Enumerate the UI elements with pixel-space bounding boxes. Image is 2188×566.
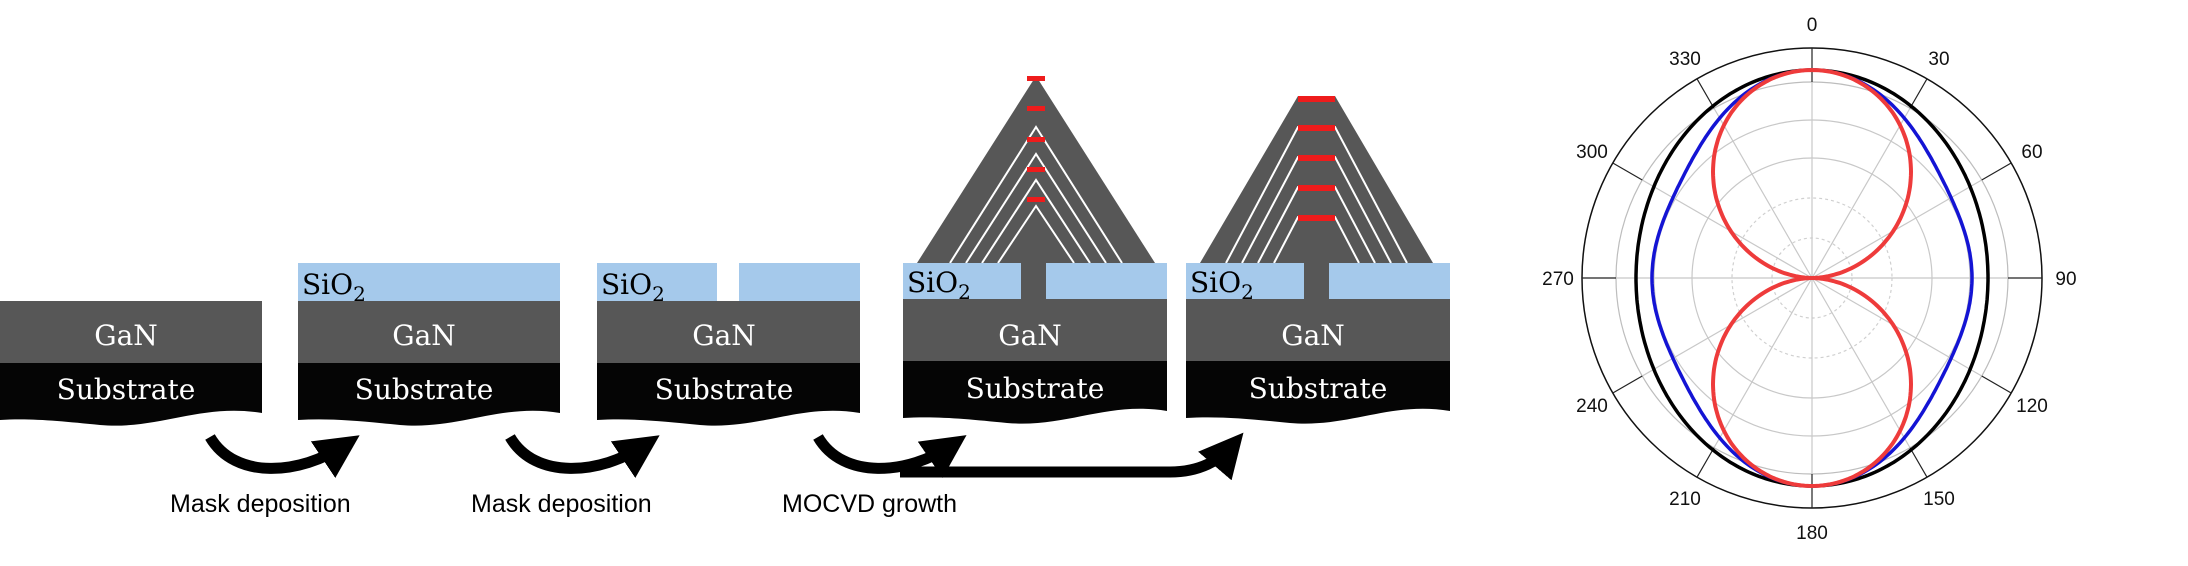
polar-angle-label-240: 240 [1576, 396, 1608, 417]
process-label-mask-deposition-1: Mask deposition [170, 490, 351, 518]
polar-spoke-210 [1713, 277, 1813, 449]
step-5-gan-layer [1186, 299, 1450, 361]
polar-curve-red [1710, 67, 1914, 489]
step-5-substrate-layer [1186, 361, 1450, 424]
polar-angle-label-330: 330 [1669, 49, 1701, 70]
polar-tick-30 [1909, 78, 1928, 109]
step-3-gan-layer [597, 301, 860, 363]
step-4-stack: SiO2 GaN Substrate [903, 76, 1167, 424]
polar-angle-label-120: 120 [2016, 396, 2048, 417]
step-1-gan-label: GaN [94, 319, 158, 352]
step-2-gan-label: GaN [392, 319, 456, 352]
polar-spoke-330 [1713, 107, 1813, 279]
process-arrows [205, 432, 1244, 481]
polar-tick-330 [1696, 78, 1715, 109]
polar-angle-label-150: 150 [1923, 489, 1955, 510]
step-4-mask-right [1046, 263, 1167, 299]
polar-angle-label-210: 210 [1669, 489, 1701, 510]
step-5-mask-right [1329, 263, 1450, 299]
polar-angle-label-30: 30 [1928, 49, 1949, 70]
polar-ticks [1582, 48, 2042, 508]
polar-angle-label-180: 180 [1796, 523, 1828, 544]
step-4-gan-label: GaN [998, 319, 1062, 352]
step-3-mask-label: SiO2 [601, 268, 665, 306]
step-4-mask-label: SiO2 [907, 266, 971, 304]
arrow-mocvd-growth-1 [813, 433, 967, 479]
step-3-stack: SiO2 GaN Substrate [597, 263, 860, 426]
step-4-substrate-label: Substrate [966, 372, 1105, 405]
step-3-mask-right [739, 263, 860, 301]
step-5-gan-label: GaN [1281, 319, 1345, 352]
step-4-mask-left [903, 263, 1021, 299]
step-1-stack: GaN Substrate [0, 301, 262, 426]
step-5-pyramid [1200, 96, 1433, 263]
polar-tick-240 [1612, 375, 1643, 394]
step-4-gan-layer [903, 299, 1167, 361]
step-2-gan-layer [298, 301, 560, 363]
polar-angle-label-90: 90 [2055, 269, 2076, 290]
process-label-mocvd-growth: MOCVD growth [782, 490, 957, 518]
step-5-mask-left [1186, 263, 1304, 299]
step-5-stack: SiO2 GaN Substrate [1186, 96, 1450, 424]
step-4-opening-fill [1021, 263, 1046, 299]
step-5-mask-label: SiO2 [1190, 266, 1254, 304]
step-4-substrate-layer [903, 361, 1167, 424]
polar-angle-label-300: 300 [1576, 142, 1608, 163]
step-2-substrate-layer [298, 363, 560, 426]
polar-angle-label-0: 0 [1807, 15, 1818, 36]
polar-angle-label-270: 270 [1542, 269, 1574, 290]
polar-tick-300 [1612, 162, 1643, 181]
step-4-quantum-well-lines [949, 125, 1123, 264]
polar-tick-60 [1981, 162, 2012, 181]
polar-angle-labels: 0 30 60 90 120 150 180 210 240 270 300 330 [1542, 15, 2076, 544]
polar-spoke-150 [1811, 277, 1911, 449]
step-2-mask-label: SiO2 [302, 268, 366, 306]
step-1-substrate-label: Substrate [57, 373, 196, 406]
step-2-substrate-label: Substrate [355, 373, 494, 406]
step-1-substrate-layer [0, 363, 262, 426]
process-label-mask-deposition-2: Mask deposition [471, 490, 652, 518]
polar-spokes [1616, 82, 2008, 474]
step-3-substrate-label: Substrate [655, 373, 794, 406]
arrow-mask-deposition-2 [505, 433, 660, 478]
step-3-substrate-layer [597, 363, 860, 426]
step-3-mask-left [597, 263, 717, 301]
step-5-opening-fill [1304, 263, 1329, 299]
step-2-stack: SiO2 GaN Substrate [298, 263, 560, 426]
step-2-mask-layer [298, 263, 560, 301]
step-5-substrate-label: Substrate [1249, 372, 1388, 405]
step-1-gan-layer [0, 301, 262, 363]
step-3-gan-label: GaN [692, 319, 756, 352]
polar-tick-210 [1696, 447, 1715, 478]
step-4-active-regions [1027, 76, 1045, 202]
arrow-mocvd-growth-2 [900, 432, 1244, 481]
polar-angle-label-60: 60 [2021, 142, 2042, 163]
polar-tick-120 [1981, 375, 2012, 394]
polar-tick-150 [1909, 447, 1928, 478]
polar-plot: 0 30 60 90 120 150 180 210 240 270 300 330 [1542, 15, 2076, 544]
polar-spoke-30 [1811, 107, 1911, 279]
step-5-active-regions [1298, 96, 1335, 221]
arrow-mask-deposition-1 [205, 433, 360, 478]
